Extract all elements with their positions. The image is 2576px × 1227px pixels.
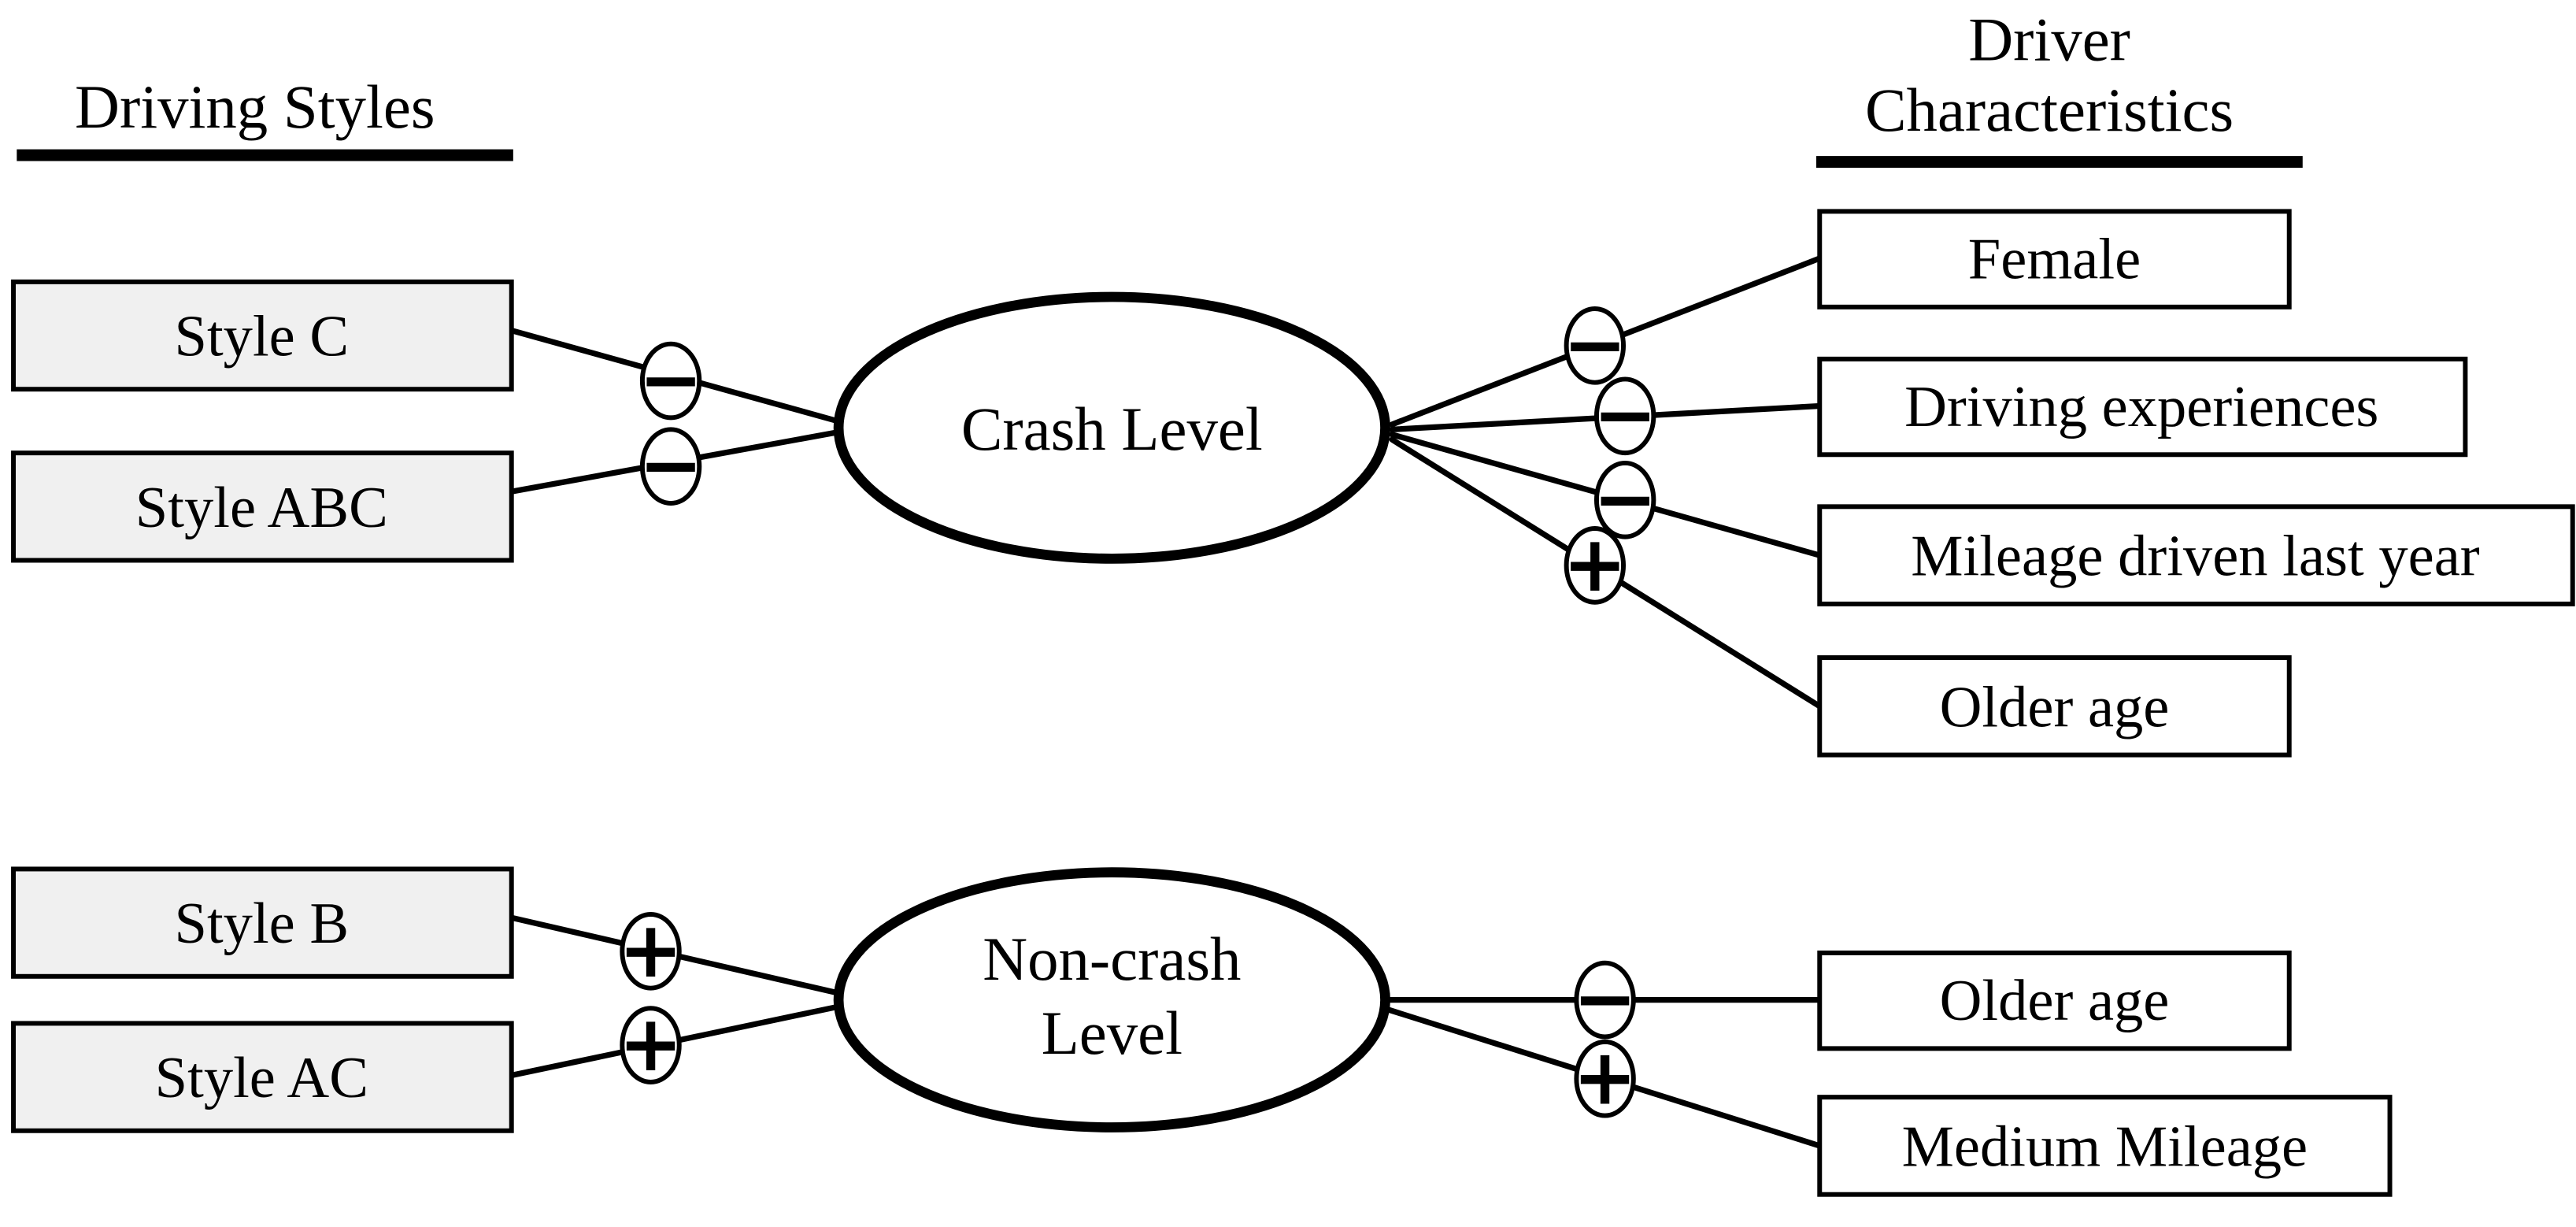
female-box: Female	[1817, 209, 2292, 310]
non-crash-level-ellipse	[833, 867, 1390, 1132]
plus-glyph: +	[618, 999, 683, 1089]
style-abc-rect	[11, 450, 514, 563]
driving-styles-title: Driving Styles	[75, 73, 435, 142]
non-crash-level-node: Non-crash Level	[833, 867, 1390, 1132]
minus-circle-icon	[1564, 306, 1627, 385]
driving-experiences-box: Driving experiences	[1817, 356, 2468, 458]
plus-circle-icon	[1564, 526, 1627, 605]
mileage-driven-rect	[1817, 504, 2575, 606]
plus-sign-medium-mileage: +	[1573, 1033, 1638, 1123]
older-age-bottom-box: Older age	[1817, 950, 2292, 1051]
minus-sign-styleabc: −	[638, 421, 703, 510]
non-crash-level-label-line1: Non-crash	[983, 925, 1241, 994]
plus-glyph: +	[1563, 520, 1627, 610]
minus-circle-icon	[1574, 960, 1636, 1040]
non-crash-level-label-line2: Level	[1042, 999, 1183, 1068]
style-ac-box: Style AC	[11, 1021, 514, 1133]
driving-experiences-label: Driving experiences	[1904, 375, 2378, 439]
style-b-rect	[11, 866, 514, 979]
minus-circle-icon	[639, 341, 702, 421]
plus-circle-icon	[620, 911, 682, 991]
older-age-bottom-label: Older age	[1940, 969, 2170, 1033]
crash-level-node: Crash Level	[833, 291, 1390, 564]
style-ac-label: Style AC	[155, 1046, 368, 1110]
minus-circle-icon	[1593, 460, 1656, 539]
minus-glyph: −	[1563, 300, 1627, 390]
older-age-top-rect	[1817, 655, 2292, 758]
older-age-top-label: Older age	[1940, 675, 2170, 740]
female-rect	[1817, 209, 2292, 310]
style-abc-box: Style ABC	[11, 450, 514, 563]
style-ac-rect	[11, 1021, 514, 1133]
medium-mileage-label: Medium Mileage	[1902, 1114, 2308, 1179]
mileage-driven-label: Mileage driven last year	[1911, 525, 2480, 589]
minus-glyph: −	[1593, 370, 1657, 460]
minus-glyph: −	[638, 335, 703, 425]
older-age-bottom-rect	[1817, 950, 2292, 1051]
plus-circle-icon	[620, 1006, 682, 1084]
older-age-top-box: Older age	[1817, 655, 2292, 758]
style-abc-label: Style ABC	[135, 476, 388, 540]
driver-characteristics-title-line2: Characteristics	[1865, 76, 2234, 145]
plus-sign-styleac: +	[618, 999, 683, 1089]
driver-characteristics-header: Driver Characteristics	[1816, 6, 2303, 169]
plus-glyph: +	[1573, 1033, 1638, 1123]
style-b-box: Style B	[11, 866, 514, 979]
plus-glyph: +	[618, 906, 683, 995]
style-b-label: Style B	[175, 892, 350, 956]
minus-sign-older-age-bottom: −	[1573, 955, 1638, 1044]
driving-styles-underline	[17, 149, 513, 161]
medium-mileage-rect	[1817, 1095, 2393, 1197]
plus-circle-icon	[1574, 1039, 1636, 1118]
crash-level-label: Crash Level	[961, 395, 1263, 464]
minus-sign-stylec: −	[638, 335, 703, 425]
plus-sign-styleb: +	[618, 906, 683, 995]
minus-sign-driving-experiences: −	[1593, 370, 1657, 460]
driving-experiences-rect	[1817, 356, 2468, 458]
minus-glyph: −	[638, 421, 703, 510]
plus-sign-older-age-top: +	[1563, 520, 1627, 610]
driving-styles-header: Driving Styles	[17, 73, 513, 161]
style-c-label: Style C	[175, 305, 350, 369]
minus-sign-female: −	[1563, 300, 1627, 390]
style-c-box: Style C	[11, 279, 514, 392]
driver-characteristics-title-line1: Driver	[1968, 6, 2130, 75]
crash-level-ellipse	[833, 291, 1390, 564]
minus-circle-icon	[1593, 376, 1656, 456]
minus-glyph: −	[1573, 955, 1638, 1044]
female-label: Female	[1968, 228, 2141, 292]
style-c-rect	[11, 279, 514, 392]
medium-mileage-box: Medium Mileage	[1817, 1095, 2393, 1197]
minus-circle-icon	[639, 427, 702, 506]
driver-characteristics-underline	[1816, 156, 2303, 169]
mileage-driven-box: Mileage driven last year	[1817, 504, 2575, 606]
